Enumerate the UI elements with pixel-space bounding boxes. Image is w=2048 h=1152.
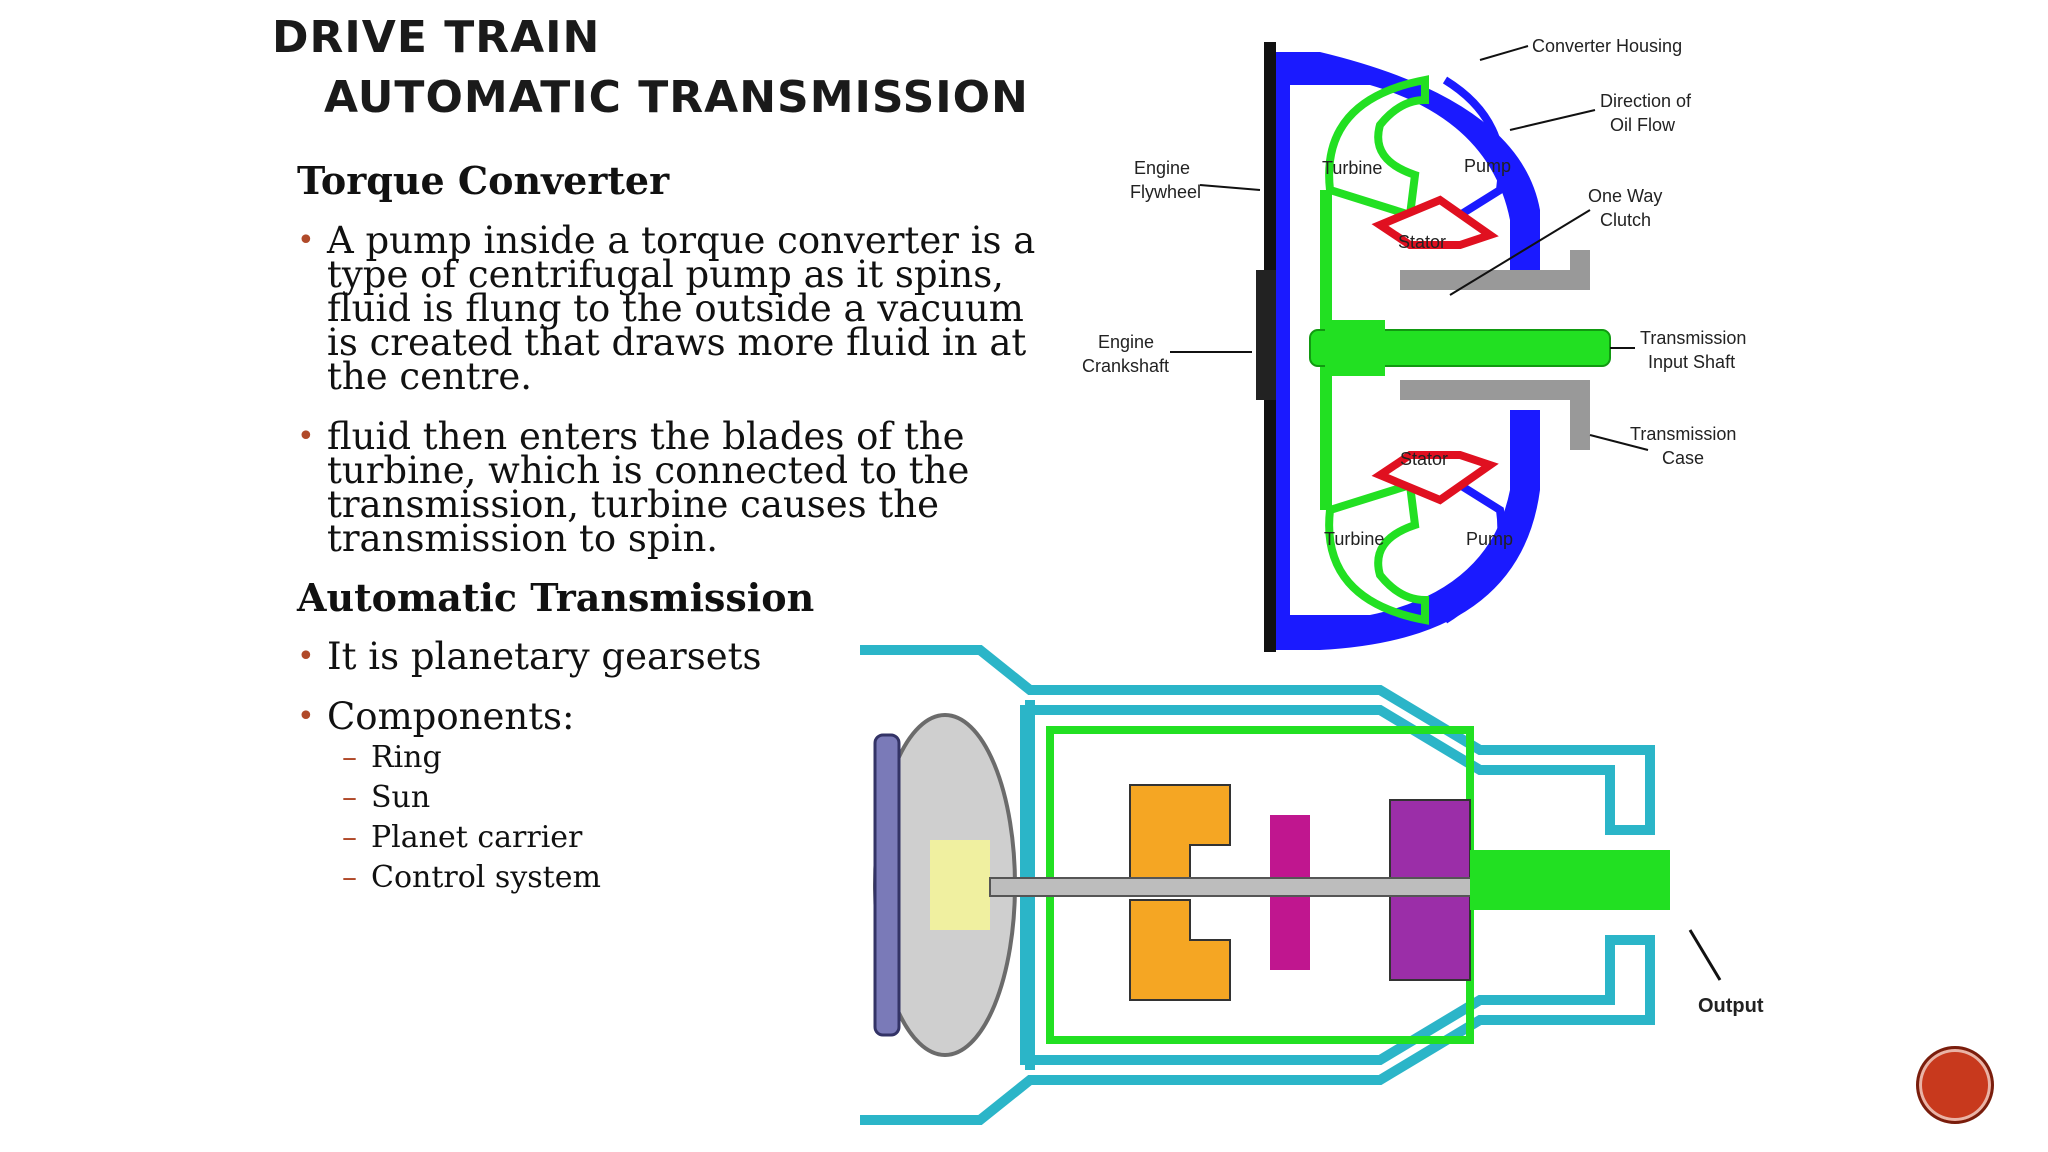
title-line-2: AUTOMATIC TRANSMISSION (324, 72, 1029, 123)
leader-line (1199, 184, 1261, 191)
label-converter-housing: Converter Housing (1532, 36, 1682, 56)
bullet-line: transmission to spin. (327, 517, 719, 560)
bullet-line: It is planetary gearsets (327, 635, 762, 678)
label-pump-top: Pump (1464, 156, 1511, 176)
label-input-1: Transmission (1640, 328, 1746, 348)
dash-icon: – (342, 780, 357, 815)
bullet-line: is created that draws more fluid in at (327, 321, 1027, 364)
stator-lower (1371, 451, 1499, 505)
component-item: –Planet carrier (342, 820, 582, 855)
bullet-turbine: • fluid then enters the blades of the tu… (297, 415, 1057, 560)
bullet-line: transmission, turbine causes the (327, 483, 940, 526)
stator-upper (1371, 195, 1499, 249)
bullet-dot: • (297, 639, 315, 674)
label-case-2: Case (1662, 448, 1704, 468)
pump-upper (1442, 76, 1506, 219)
section-heading-automatic-transmission: Automatic Transmission (297, 575, 815, 620)
leader-line (1509, 109, 1596, 131)
bullet-planetary: • It is planetary gearsets (297, 635, 1057, 678)
label-stator-bottom: Stator (1400, 449, 1448, 469)
bullet-line: A pump inside a torque converter is a (327, 219, 1036, 262)
label-turbine-top: Turbine (1322, 158, 1382, 178)
component-label: Sun (371, 780, 431, 815)
torque-converter-diagram: Converter Housing Direction of Oil Flow … (1082, 36, 1746, 652)
bullet-dot: • (297, 419, 315, 454)
component-label: Ring (371, 740, 442, 775)
converter-hub (930, 840, 990, 930)
bullet-line: turbine, which is connected to the (327, 449, 970, 492)
bullet-line: fluid is flung to the outside a vacuum (327, 287, 1024, 330)
leader-line (1688, 929, 1722, 981)
label-stator-top: Stator (1398, 232, 1446, 252)
label-crankshaft-2: Crankshaft (1082, 356, 1169, 376)
bullet-pump: • A pump inside a torque converter is a … (297, 219, 1057, 398)
bullet-dot: • (297, 223, 315, 258)
label-input-2: Input Shaft (1648, 352, 1735, 372)
output-shaft (1470, 850, 1670, 910)
component-label: Planet carrier (371, 820, 583, 855)
label-pump-bottom: Pump (1466, 529, 1513, 549)
slide-title: DRIVE TRAIN AUTOMATIC TRANSMISSION (272, 8, 1029, 128)
label-flywheel-1: Engine (1134, 158, 1190, 178)
clutch-pack-upper (1129, 784, 1231, 886)
title-line-1: DRIVE TRAIN (272, 12, 601, 63)
leader-line (1479, 45, 1529, 61)
component-label: Control system (371, 860, 601, 895)
component-item: –Control system (342, 860, 601, 895)
label-turbine-bottom: Turbine (1324, 529, 1384, 549)
component-item: –Sun (342, 780, 430, 815)
bullet-line: type of centrifugal pump as it spins, (327, 253, 1004, 296)
dash-icon: – (342, 740, 357, 775)
main-shaft (989, 877, 1551, 897)
leader-line (1589, 434, 1649, 451)
section-heading-torque-converter: Torque Converter (297, 158, 670, 203)
clutch-pack-lower (1129, 899, 1231, 1001)
turbine-upper (1325, 75, 1429, 221)
bullet-components: • Components: (297, 695, 1057, 738)
case-upper (1400, 250, 1590, 290)
label-flywheel-2: Flywheel (1130, 182, 1201, 202)
flexplate (873, 733, 901, 1037)
next-slide-button[interactable] (1916, 1046, 1994, 1124)
bullet-line: Components: (327, 695, 575, 738)
label-crankshaft-1: Engine (1098, 332, 1154, 352)
label-one-way-1: One Way (1588, 186, 1662, 206)
label-direction-1: Direction of (1600, 91, 1692, 111)
label-direction-2: Oil Flow (1610, 115, 1676, 135)
shaft-hub (1325, 320, 1385, 376)
case-lower (1400, 380, 1590, 450)
turbine-lower (1325, 479, 1429, 625)
label-case-1: Transmission (1630, 424, 1736, 444)
label-one-way-2: Clutch (1600, 210, 1651, 230)
bullet-dot: • (297, 699, 315, 734)
pump-lower (1442, 481, 1506, 624)
component-item: –Ring (342, 740, 442, 775)
dash-icon: – (342, 820, 357, 855)
bullet-line: fluid then enters the blades of the (327, 415, 965, 458)
automatic-transmission-diagram: Output (860, 645, 1764, 1125)
leader-line (1449, 209, 1591, 296)
label-output: Output (1698, 995, 1764, 1017)
dash-icon: – (342, 860, 357, 895)
bullet-line: the centre. (327, 355, 533, 398)
